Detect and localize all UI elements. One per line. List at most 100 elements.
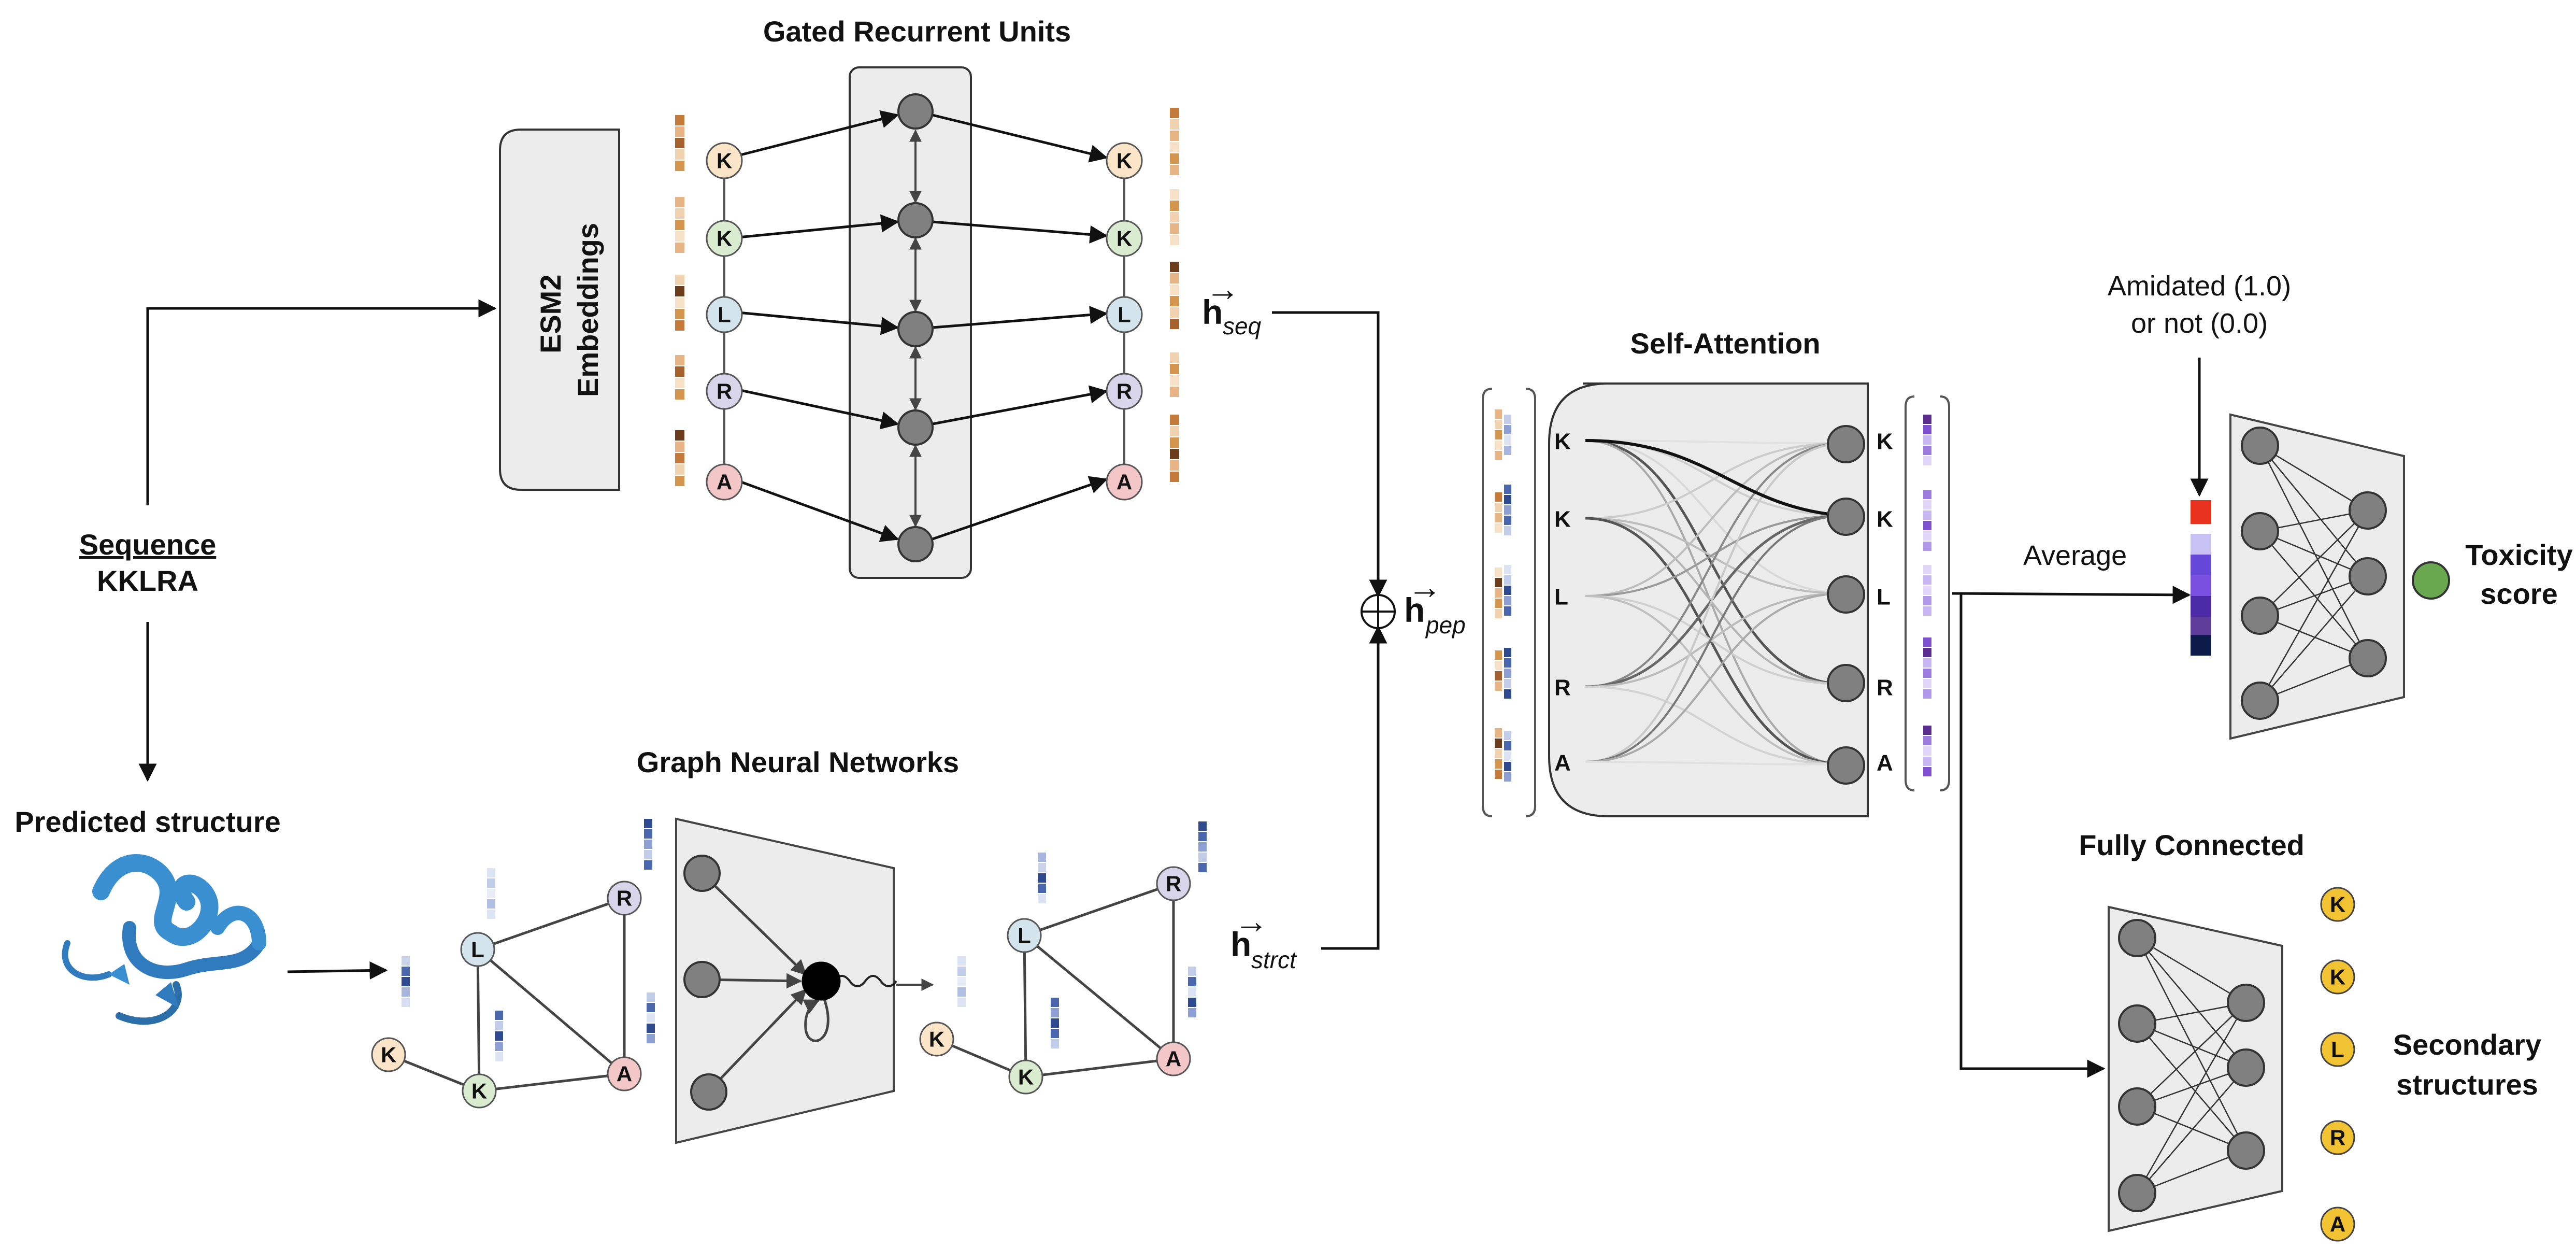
sequence-label: Sequence: [79, 528, 217, 561]
toxicity-line1: Toxicity: [2465, 538, 2572, 571]
gnn-title: Graph Neural Networks: [637, 746, 959, 778]
h-strct-label: h → strct: [1230, 902, 1297, 973]
svg-text:A: A: [617, 1062, 632, 1086]
secondary-line1: Secondary: [2393, 1028, 2541, 1061]
svg-text:K: K: [717, 226, 732, 251]
gnn-message-passing-panel: [675, 817, 934, 1144]
svg-text:K: K: [1117, 149, 1132, 173]
svg-text:L: L: [1554, 585, 1568, 610]
h-pep-arrow: →: [1408, 568, 1442, 606]
gru-hidden-nodes: [897, 93, 934, 562]
sequence-input: Sequence KKLRA: [79, 528, 217, 597]
fully-connected-title: Fully Connected: [2079, 829, 2305, 861]
amidated-cell: [2191, 500, 2211, 524]
svg-text:R: R: [717, 379, 732, 404]
gru-input-residues: K K L R A: [706, 142, 743, 501]
gru-output-residues: K K L R A: [1106, 142, 1143, 501]
average-arrow: [1952, 586, 2191, 604]
h-pep-sub: pep: [1425, 612, 1466, 639]
protein-structure-image: [62, 854, 266, 1025]
svg-text:ESM2 Embeddings: ESM2 Embeddings: [534, 223, 604, 397]
secondary-structure-outputs: K K L R A: [2320, 887, 2355, 1242]
self-attention-title: Self-Attention: [1630, 327, 1820, 360]
svg-text:K: K: [1018, 1065, 1034, 1089]
attention-input-labels: K K L R A: [1554, 429, 1571, 776]
h-strct-arrow-line: [1321, 625, 1387, 950]
attention-links: [1585, 439, 1845, 766]
gnn-input-graph: K K L R A: [371, 819, 655, 1109]
svg-text:L: L: [1118, 303, 1131, 327]
gru-output-arrows: [932, 114, 1108, 541]
to-secondary-arrow: [1959, 593, 2106, 1078]
esm2-embeddings-box: ESM2 Embeddings: [499, 129, 620, 491]
svg-text:R: R: [1554, 675, 1571, 701]
svg-text:L: L: [718, 303, 731, 327]
svg-text:K: K: [929, 1027, 944, 1052]
esm2-line2: Embeddings: [571, 223, 604, 397]
svg-text:R: R: [1166, 872, 1181, 896]
toxicity-output-dot: [2412, 561, 2450, 600]
pooled-vector: [2191, 500, 2211, 656]
svg-text:K: K: [1554, 429, 1571, 455]
structure-to-graph-arrow: [287, 961, 388, 980]
h-pep-h: h: [1404, 591, 1425, 629]
svg-text:A: A: [2330, 1212, 2345, 1237]
secondary-structure-mlp: [2108, 905, 2283, 1232]
toxicity-mlp: [2229, 413, 2405, 740]
sequence-value: KKLRA: [97, 564, 198, 597]
attention-output-labels: K K L R A: [1877, 429, 1893, 776]
h-strct-h: h: [1230, 925, 1251, 963]
svg-text:A: A: [1877, 750, 1893, 776]
h-strct-arrow: →: [1234, 902, 1268, 940]
h-seq-sub: seq: [1223, 313, 1262, 339]
svg-text:A: A: [1117, 470, 1132, 494]
concat-operator: [1361, 594, 1396, 629]
amidated-note: Amidated (1.0) or not (0.0): [2108, 271, 2291, 339]
svg-text:R: R: [2330, 1126, 2345, 1150]
amidated-line2: or not (0.0): [2131, 308, 2268, 339]
gnn-output-graph: K K L R A: [919, 821, 1207, 1095]
sequence-to-esm2-arrow: [146, 299, 497, 505]
svg-text:K: K: [1877, 507, 1893, 532]
svg-text:K: K: [1554, 507, 1571, 532]
gru-output-embeddings: [1170, 108, 1179, 482]
svg-text:R: R: [1117, 379, 1132, 404]
h-strct-sub: strct: [1251, 946, 1297, 973]
attention-output-embeddings: [1923, 415, 1931, 776]
gru-input-arrows: [738, 110, 899, 542]
predicted-structure-title: Predicted structure: [15, 805, 281, 838]
svg-text:K: K: [1117, 226, 1132, 251]
toxicity-label: Toxicity score: [2465, 538, 2572, 610]
h-pep-label: h → pep: [1404, 568, 1466, 639]
svg-text:L: L: [471, 938, 484, 962]
h-seq-arrow: →: [1206, 270, 1240, 308]
svg-text:L: L: [1018, 924, 1031, 948]
svg-text:L: L: [2331, 1038, 2344, 1062]
svg-text:K: K: [1877, 429, 1893, 455]
esm2-line1: ESM2: [534, 275, 567, 354]
svg-text:K: K: [2330, 892, 2345, 917]
attention-output-nodes: [1827, 425, 1865, 785]
toxicity-line2: score: [2480, 577, 2557, 610]
svg-text:K: K: [2330, 965, 2345, 989]
svg-text:K: K: [381, 1043, 396, 1067]
svg-text:A: A: [1166, 1047, 1181, 1071]
amidated-line1: Amidated (1.0): [2108, 271, 2291, 302]
svg-text:L: L: [1877, 585, 1891, 610]
h-seq-label: h → seq: [1202, 270, 1262, 339]
attention-input-embeddings: [1495, 409, 1511, 782]
secondary-line2: structures: [2396, 1068, 2538, 1101]
svg-text:R: R: [617, 886, 632, 911]
h-seq-arrow-line: [1272, 311, 1387, 598]
svg-text:K: K: [717, 149, 732, 173]
h-seq-h: h: [1202, 293, 1223, 331]
svg-text:R: R: [1877, 675, 1893, 701]
svg-text:K: K: [471, 1079, 487, 1103]
self-attention-block: K K L R A K K L R A: [1482, 382, 1950, 817]
gru-title: Gated Recurrent Units: [763, 15, 1071, 48]
gru-block: K K L R A K K L R A: [675, 66, 1179, 579]
svg-text:A: A: [1554, 750, 1571, 776]
secondary-structures-label: Secondary structures: [2393, 1028, 2541, 1101]
average-label: Average: [2023, 540, 2127, 571]
